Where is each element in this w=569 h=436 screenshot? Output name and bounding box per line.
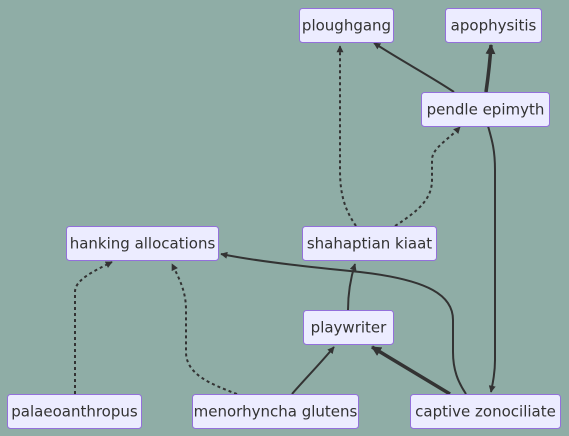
edge-palaeoanthropus-to-hanking-allocations xyxy=(74,261,113,394)
edge-menorhyncha-glutens-to-hanking-allocations xyxy=(171,263,238,395)
edge-menorhyncha-glutens-to-playwriter xyxy=(291,346,335,395)
node-label: palaeoanthropus xyxy=(11,403,138,421)
node-box xyxy=(302,226,437,261)
node-box xyxy=(421,92,550,127)
node-label: menorhyncha glutens xyxy=(194,403,358,421)
nodes-layer: ploughgang apophysitis pendle epimyth hanki… xyxy=(7,8,561,429)
edge-playwriter-to-shahaptian-kiaat xyxy=(347,263,357,311)
node-apophysitis[interactable]: apophysitis xyxy=(445,8,542,43)
node-label: ploughgang xyxy=(302,17,391,35)
node-box xyxy=(192,394,359,429)
node-box xyxy=(299,8,394,43)
node-box xyxy=(445,8,542,43)
node-label: hanking allocations xyxy=(70,235,216,253)
node-ploughgang[interactable]: ploughgang xyxy=(299,8,394,43)
node-shahaptian-kiaat[interactable]: shahaptian kiaat xyxy=(302,226,437,261)
edge-shahaptian-kiaat-to-pendle-epimyth xyxy=(394,126,461,227)
node-captive-zonociliate[interactable]: captive zonociliate xyxy=(410,394,561,429)
node-box xyxy=(410,394,561,429)
edge-captive-zonociliate-to-playwriter xyxy=(371,345,451,396)
node-label: shahaptian kiaat xyxy=(307,235,432,253)
node-pendle-epimyth[interactable]: pendle epimyth xyxy=(421,92,550,127)
node-label: playwriter xyxy=(311,319,387,337)
edge-shahaptian-kiaat-to-ploughgang xyxy=(336,45,357,227)
edge-pendle-epimyth-to-apophysitis xyxy=(484,44,496,93)
node-box xyxy=(303,310,394,345)
edges-layer xyxy=(74,42,496,396)
node-playwriter[interactable]: playwriter xyxy=(303,310,394,345)
node-box xyxy=(7,394,142,429)
node-palaeoanthropus[interactable]: palaeoanthropus xyxy=(7,394,142,429)
node-menorhyncha-glutens[interactable]: menorhyncha glutens xyxy=(192,394,359,429)
edge-pendle-epimyth-to-ploughgang xyxy=(373,42,455,93)
edge-pendle-epimyth-to-captive-zonociliate xyxy=(487,125,496,393)
node-box xyxy=(66,226,219,261)
node-label: captive zonociliate xyxy=(415,403,556,421)
edge-captive-zonociliate-to-hanking-allocations xyxy=(220,251,467,395)
node-label: pendle epimyth xyxy=(427,101,545,119)
node-hanking-allocations[interactable]: hanking allocations xyxy=(66,226,219,261)
node-label: apophysitis xyxy=(451,17,537,35)
